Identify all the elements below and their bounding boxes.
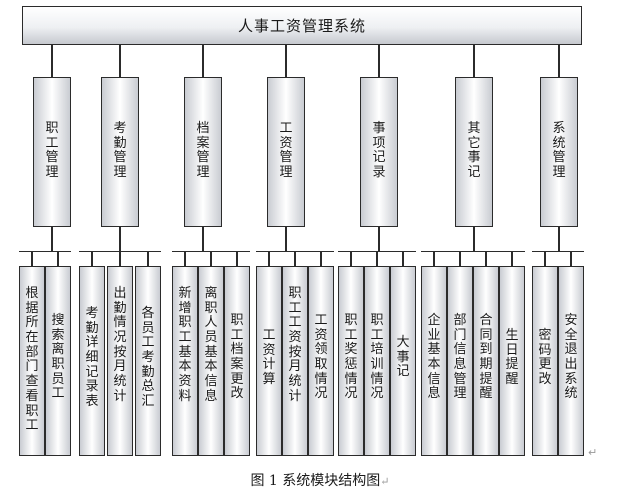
leaf-label: 出勤情况按月统计 (113, 286, 127, 404)
connector-bus-leaf (570, 251, 572, 266)
leaf-label: 职工培训情况 (370, 313, 384, 402)
connector-module-bus (473, 227, 475, 251)
connector-root-module (285, 45, 287, 77)
connector-bus (421, 251, 525, 253)
figure-caption: 图 1 系统模块结构图↵ (0, 470, 640, 490)
connector-bus-leaf (31, 251, 33, 266)
leaf-label: 各员工考勤总汇 (141, 306, 155, 410)
module-box-2: 考勤管理 (101, 77, 139, 227)
connector-bus (532, 251, 584, 253)
leaf-label: 考勤详细记录表 (85, 306, 99, 410)
leaf-box: 生日提醒 (499, 266, 525, 456)
connector-module-bus (558, 227, 560, 251)
leaf-box: 职工档案更改 (224, 266, 250, 456)
module-label: 考勤管理 (113, 121, 127, 181)
module-box-7: 系统管理 (540, 77, 578, 227)
module-label: 档案管理 (196, 121, 210, 181)
leaf-label: 职工奖惩情况 (344, 313, 358, 402)
connector-root-module (119, 45, 121, 77)
leaf-label: 根据所在部门查看职工 (25, 286, 39, 434)
leaf-box: 职工工资按月统计 (282, 266, 308, 456)
leaf-box: 大事记 (390, 266, 416, 456)
leaf-box: 新增职工基本资料 (172, 266, 198, 456)
connector-bus-leaf (236, 251, 238, 266)
connector-bus-leaf (402, 251, 404, 266)
leaf-label: 大事记 (396, 335, 410, 380)
module-box-3: 档案管理 (184, 77, 222, 227)
leaf-label: 搜索离职员工 (51, 313, 65, 402)
module-box-6: 其它事记 (455, 77, 493, 227)
leaf-label: 安全退出系统 (564, 313, 578, 402)
connector-bus-leaf (184, 251, 186, 266)
leaf-box: 根据所在部门查看职工 (19, 266, 45, 456)
connector-bus (19, 251, 71, 253)
module-box-1: 职工管理 (33, 77, 71, 227)
leaf-label: 生日提醒 (505, 328, 519, 388)
connector-bus-leaf (294, 251, 296, 266)
leaf-label: 部门信息管理 (453, 313, 467, 402)
leaf-label: 企业基本信息 (427, 313, 441, 402)
module-label: 职工管理 (45, 121, 59, 181)
leaf-label: 职工工资按月统计 (288, 286, 302, 404)
connector-bus-leaf (544, 251, 546, 266)
module-label: 工资管理 (279, 121, 293, 181)
root-system-box: 人事工资管理系统 (22, 6, 582, 45)
leaf-box: 安全退出系统 (558, 266, 584, 456)
leaf-box: 工资领取情况 (308, 266, 334, 456)
leaf-label: 密码更改 (538, 328, 552, 388)
leaf-box: 部门信息管理 (447, 266, 473, 456)
return-mark: ↵ (380, 475, 390, 488)
leaf-box: 工资计算 (256, 266, 282, 456)
leaf-label: 工资领取情况 (314, 313, 328, 402)
connector-module-bus (378, 227, 380, 251)
connector-bus-leaf (433, 251, 435, 266)
module-box-5: 事项记录 (360, 77, 398, 227)
caption-text: 图 1 系统模块结构图 (250, 473, 381, 489)
connector-bus-leaf (376, 251, 378, 266)
connector-module-bus (285, 227, 287, 251)
connector-module-bus (202, 227, 204, 251)
leaf-label: 职工档案更改 (230, 313, 244, 402)
connector-module-bus (119, 227, 121, 251)
paragraph-return-mark: ↵ (588, 446, 598, 459)
leaf-box: 离职人员基本信息 (198, 266, 224, 456)
connector-root-module (51, 45, 53, 77)
root-system-label: 人事工资管理系统 (237, 17, 366, 35)
leaf-label: 合同到期提醒 (479, 313, 493, 402)
connector-bus-leaf (459, 251, 461, 266)
connector-bus-leaf (119, 251, 121, 266)
leaf-box: 密码更改 (532, 266, 558, 456)
module-label: 事项记录 (372, 121, 386, 181)
connector-bus-leaf (210, 251, 212, 266)
connector-bus-leaf (147, 251, 149, 266)
leaf-label: 离职人员基本信息 (204, 286, 218, 404)
connector-root-module (558, 45, 560, 77)
connector-bus-leaf (91, 251, 93, 266)
leaf-label: 新增职工基本资料 (178, 286, 192, 404)
leaf-box: 职工培训情况 (364, 266, 390, 456)
connector-bus-leaf (57, 251, 59, 266)
connector-bus-leaf (268, 251, 270, 266)
connector-bus-leaf (320, 251, 322, 266)
leaf-box: 考勤详细记录表 (79, 266, 105, 456)
leaf-box: 企业基本信息 (421, 266, 447, 456)
leaf-label: 工资计算 (262, 328, 276, 388)
connector-root-module (378, 45, 380, 77)
module-box-4: 工资管理 (267, 77, 305, 227)
leaf-box: 职工奖惩情况 (338, 266, 364, 456)
connector-bus-leaf (485, 251, 487, 266)
leaf-box: 各员工考勤总汇 (135, 266, 161, 456)
leaf-box: 搜索离职员工 (45, 266, 71, 456)
leaf-box: 出勤情况按月统计 (107, 266, 133, 456)
connector-root-module (202, 45, 204, 77)
connector-module-bus (51, 227, 53, 251)
leaf-box: 合同到期提醒 (473, 266, 499, 456)
connector-bus-leaf (511, 251, 513, 266)
connector-bus-leaf (350, 251, 352, 266)
module-label: 其它事记 (467, 121, 481, 181)
connector-root-module (473, 45, 475, 77)
module-label: 系统管理 (552, 121, 566, 181)
